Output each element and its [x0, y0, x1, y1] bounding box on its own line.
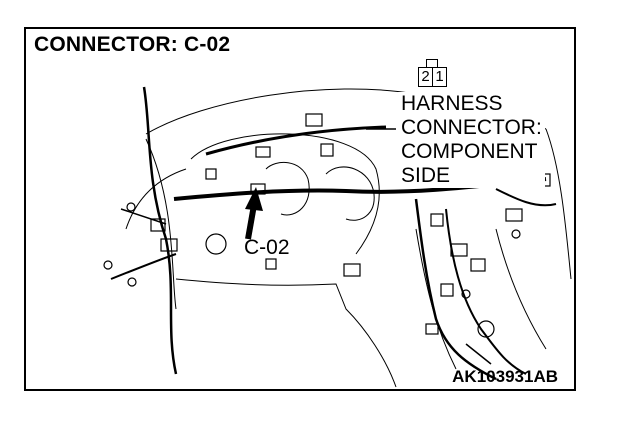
- connector-block: [150, 218, 166, 232]
- cluster-gauge-left: [265, 161, 310, 216]
- figure-code: AK103931AB: [452, 367, 558, 386]
- connector-block: [205, 168, 217, 180]
- harness-left-branch2: [120, 208, 167, 225]
- diagram-frame: CONNECTOR: C-02 2 1 HARNESS CONNECTOR: C…: [24, 27, 576, 391]
- grommet: [477, 320, 495, 338]
- callout-line: CONNECTOR:: [401, 116, 542, 139]
- cluster-gauge-right: [325, 166, 375, 221]
- connector-block: [470, 258, 486, 272]
- connector-block: [255, 146, 271, 158]
- page-title: CONNECTOR: C-02: [34, 33, 231, 56]
- connector-block: [440, 283, 454, 297]
- dash-right-edge: [545, 128, 572, 280]
- connector-block: [320, 143, 334, 157]
- dashboard-harness-illustration: [103, 86, 572, 388]
- connector-block: [265, 258, 277, 270]
- console-right: [495, 228, 547, 350]
- callout-line: SIDE: [401, 164, 451, 187]
- harness-connector-label: HARNESS CONNECTOR: COMPONENT SIDE: [398, 92, 545, 188]
- figure-code-leader: [465, 343, 492, 365]
- grommet: [205, 233, 227, 255]
- connector-block: [430, 213, 444, 227]
- upper-harness: [205, 125, 387, 156]
- connector-block: [160, 238, 178, 252]
- steering-column: [175, 278, 397, 388]
- grommet: [126, 202, 136, 212]
- harness-right: [495, 188, 557, 207]
- callout-line: COMPONENT: [401, 140, 538, 163]
- connector-block: [505, 208, 523, 222]
- instrument-cluster: [190, 133, 380, 255]
- connector-block: [450, 243, 468, 257]
- grommet: [103, 260, 113, 270]
- pointer-arrow: [245, 187, 263, 240]
- grommet: [127, 277, 137, 287]
- connector-block: [305, 113, 323, 127]
- harness-left-branch: [110, 253, 177, 280]
- grommet: [461, 289, 471, 299]
- connector-block: [425, 323, 439, 335]
- harness-center-down: [414, 198, 497, 381]
- harness-center-down2: [445, 208, 527, 375]
- grommet: [511, 229, 521, 239]
- connector-block: [343, 263, 361, 277]
- connector-pin: 2: [418, 67, 433, 87]
- connector-pin: 1: [433, 67, 447, 87]
- dash-outline-lower: [145, 138, 177, 310]
- connector-pin-diagram: 2 1: [418, 67, 447, 87]
- callout-line: HARNESS: [401, 92, 503, 115]
- connector-latch-icon: [426, 59, 438, 68]
- connector-pointer-label: C-02: [244, 236, 290, 259]
- steering-wheel-hint: [125, 168, 187, 230]
